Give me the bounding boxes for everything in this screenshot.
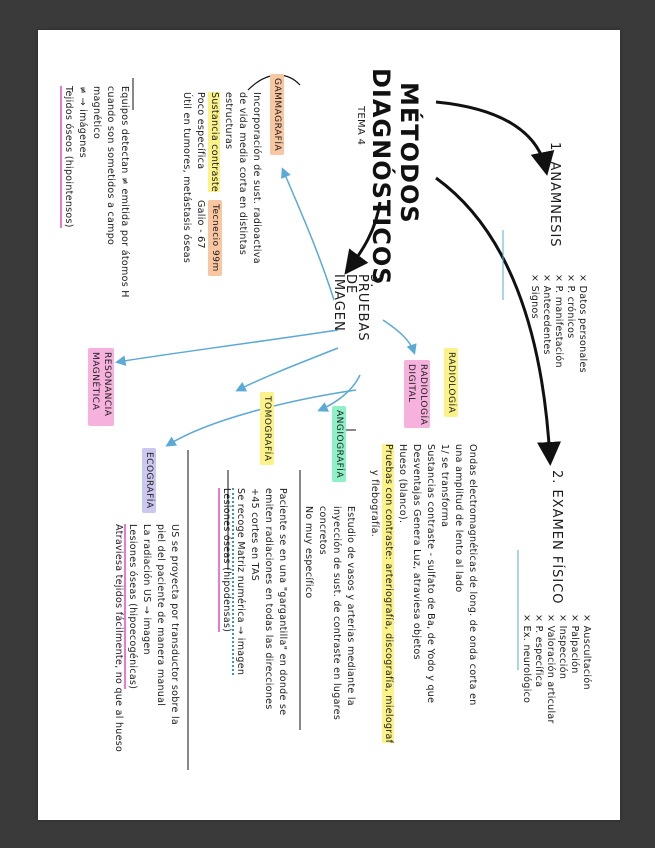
anamnesis-item-4: × Antecedentes (541, 274, 552, 355)
examen-item-5: × P. específica (533, 614, 544, 688)
tag-radiologia: RADIOLOGÍA (444, 348, 458, 418)
tag-gammagrafia: GAMMAGRAFÍA (270, 74, 284, 156)
radiologia-line-5: Desventajas Genera Luz, atraviesa objeto… (411, 444, 422, 660)
ecografia-line-1: US se proyecta por transductor sobre la (169, 524, 180, 726)
anamnesis-item-3: × P. manifestación (553, 274, 564, 368)
tag-tomografia: TOMOGRAFÍA (260, 392, 274, 466)
page-title-line2: DIAGNÓSTICOS (367, 68, 395, 286)
angiografia-line-3: concretos (317, 506, 328, 556)
resonancia-line-1: Equipos detectan ≠ emitida por átomos H (119, 86, 130, 298)
radiologia-line-3: 1/ se transforma (439, 444, 450, 528)
examen-item-4: × Valoración articular (545, 614, 556, 724)
tomografia-line-3: +45 cortes en TAS (249, 488, 260, 582)
arrow-to-examen (435, 176, 562, 466)
gammagrafia-tecnecio: Tecnecio 99m (208, 200, 222, 276)
ecografia-line-5: Atraviesa tejidos fácilmente, no que al … (113, 524, 124, 753)
tomografia-line-1: Paciente se en una "gargantilla" en dond… (277, 488, 288, 716)
tomografia-line-4: Se recoge Matriz numérica → imagen (232, 488, 246, 676)
arrow-to-radiologia (382, 319, 417, 355)
gammagrafia-line-4: Sustancia contraste (208, 92, 220, 192)
resonancia-line-2: cuando son sometidos a campo (105, 86, 116, 246)
radiologia-line-2: una amplitud de lento al lado (453, 444, 464, 593)
section-examen-fisico: 2. EXAMEN FÍSICO (549, 470, 564, 605)
radiologia-line-4: Sustancias contraste - sulfato de Ba, de… (425, 444, 436, 704)
radiologia-line-8: y flebografía. (369, 470, 380, 538)
gammagrafia-line-3: estructuras (223, 92, 234, 150)
resonancia-line-5: Tejidos óseos (hipointensos) (60, 86, 74, 228)
page-title: MÉTODOS (395, 82, 423, 224)
ecografia-line-2: piel del paciente de manera manual (155, 524, 166, 707)
angiografia-line-4: No muy específico (303, 506, 314, 599)
anamnesis-item-1: × Datos personales (577, 274, 588, 373)
radiologia-line-1: Ondas electromagnéticas de long. de onda… (467, 444, 478, 706)
arrow-to-ecografia (165, 389, 357, 447)
arrow-to-resonancia (115, 329, 339, 366)
arrow-to-anamnesis (435, 100, 555, 176)
arrow-to-pruebas (344, 201, 382, 275)
examen-item-3: × Inspección (557, 614, 568, 680)
gammagrafia-line-5: Poco específica (195, 92, 206, 170)
gammagrafia-galio: Galio - 67 (195, 200, 206, 249)
ecografia-line-4: Lesiones óseas (hipoecogénicas) (124, 524, 138, 690)
page-subtitle: TEMA 4 (355, 106, 366, 146)
radiologia-line-7: Pruebas con contraste: arteriografía, di… (382, 444, 394, 744)
arrow-to-angiografia (317, 374, 361, 412)
angiografia-line-2: inyección de sust. de contraste en lugar… (331, 506, 342, 721)
arrow-to-tomografia (235, 347, 339, 392)
section-anamnesis: 1. ANAMNESIS (547, 142, 562, 248)
examen-item-1: × Auscultación (581, 614, 592, 690)
gammagrafia-line-6: Útil en tumores, metástasis óseas (181, 92, 192, 264)
ecografia-line-3: La radiación US → imagen (141, 524, 152, 655)
angiografia-line-1: Estudio de vasos y arterias mediante la (345, 506, 356, 706)
tag-radiologia-digital: RADIOLOGÍA DIGITAL (404, 360, 430, 428)
gammagrafia-line-2: de vida media corta en distintas (237, 92, 248, 256)
arrows-layer (115, 74, 562, 770)
notes-page: MÉTODOS DIAGNÓSTICOS TEMA 4 1. ANAMNESIS… (38, 30, 620, 820)
tag-angiografia: ANGIOGRAFÍA (332, 406, 346, 483)
resonancia-line-4: ≠ → imágenes (77, 86, 88, 158)
examen-item-2: × Palpación (569, 614, 580, 674)
anamnesis-item-2: × P. crónicos (565, 274, 576, 339)
section-pruebas-imagen: 3. PRUEBAS DE IMAGEN (331, 274, 382, 342)
resonancia-line-3: magnético (91, 86, 102, 140)
tomografia-line-5: Lesiones óseas (hipodensas) (218, 488, 232, 633)
examen-item-6: × Ex. neurológico (521, 614, 532, 704)
anamnesis-item-5: × Signos (529, 274, 540, 319)
radiologia-line-6: Hueso (blanco). (397, 444, 408, 524)
tag-ecografia: ECOGRAFÍA (142, 448, 156, 513)
tag-resonancia-magnetica: RESONANCIA MAGNÉTICA (88, 348, 114, 426)
arrow-to-gammagrafia (281, 167, 335, 301)
gammagrafia-line-1: Incorporación de sust. radioactiva (251, 92, 262, 264)
tomografia-line-2: emiten radiaciones en todas las direccio… (263, 488, 274, 710)
